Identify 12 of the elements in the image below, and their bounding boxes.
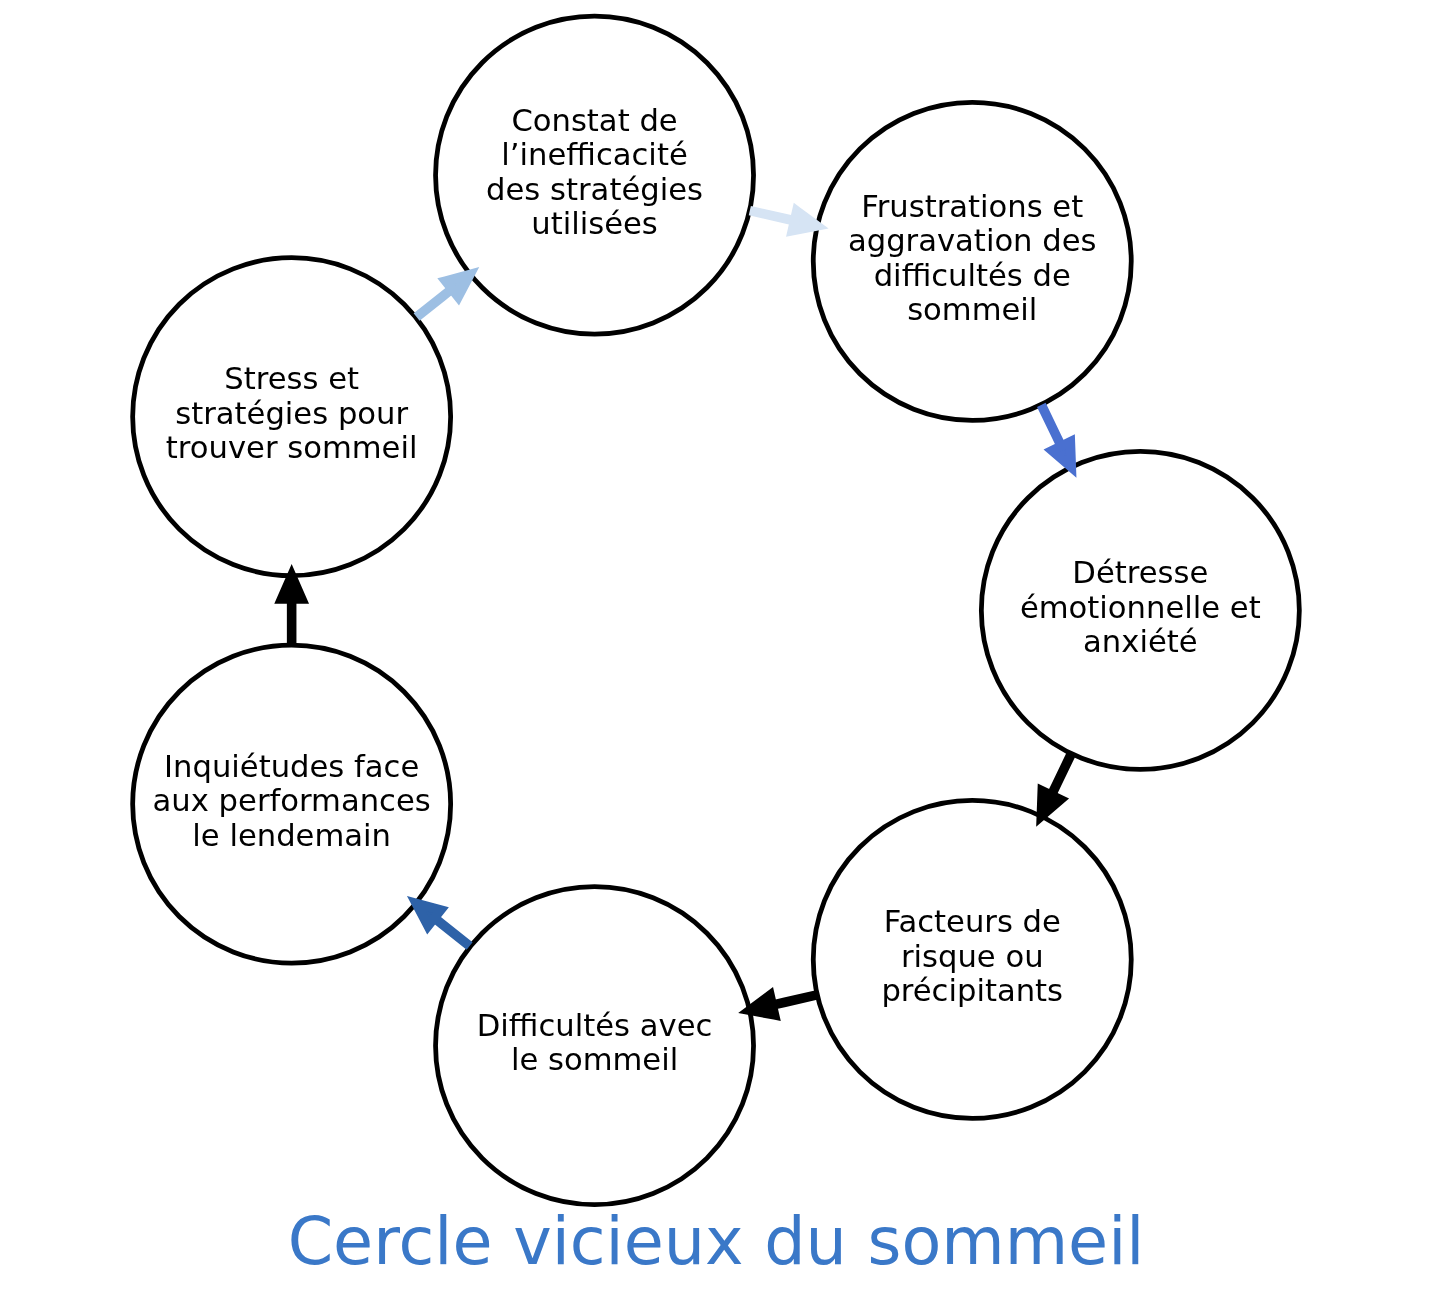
arrow xyxy=(1036,402,1076,478)
arrow xyxy=(737,987,818,1021)
node-circle: Facteurs de risque ou précipitants xyxy=(810,798,1134,1121)
node-circle: Détresse émotionnelle et anxiété xyxy=(978,449,1302,772)
arrow xyxy=(273,564,309,645)
arrow xyxy=(748,202,829,237)
node-circle: Frustrations et aggravation des difficultés de sommeil xyxy=(810,99,1134,423)
arrow xyxy=(406,896,473,950)
arrow xyxy=(413,267,479,321)
node-circle: Constat de l’inefficacité des stratégies utilisées xyxy=(432,13,756,337)
arrow xyxy=(1035,751,1076,827)
node-circle: Inquiétudes face aux performances le lendemain xyxy=(129,642,453,966)
